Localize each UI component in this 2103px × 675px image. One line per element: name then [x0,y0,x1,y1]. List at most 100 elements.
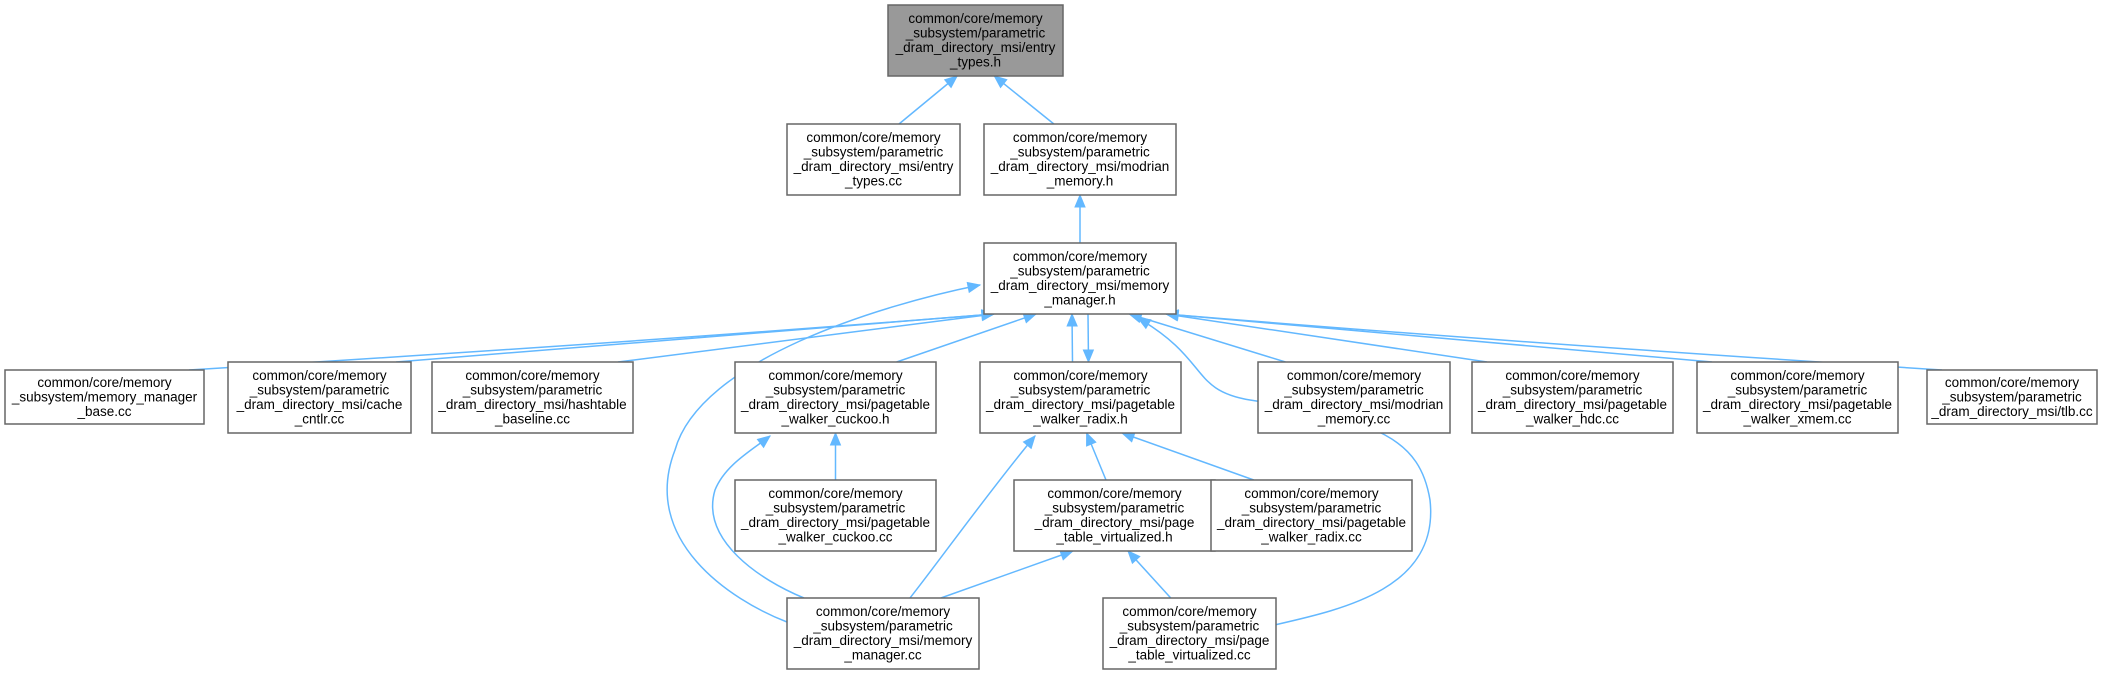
node-label-line: _subsystem/parametric [1283,383,1424,398]
node-label-line: common/core/memory [816,604,951,619]
node-label-line: _cntlr.cc [294,412,345,427]
node-label-line: _dram_directory_msi/pagetable [740,515,930,530]
node-label-line: _subsystem/parametric [1727,383,1868,398]
node-label-line: _walker_hdc.cc [1525,412,1619,427]
node-label-line: _subsystem/parametric [1009,145,1150,160]
node-label-line: _memory.h [1046,174,1114,189]
edge-radix_cc-to-radix_h [1120,431,1255,481]
node-label-line: common/core/memory [768,486,903,501]
node-pagetable-walker-hdc-cc[interactable]: common/core/memory_subsystem/parametric_… [1471,361,1674,434]
node-label-line: common/core/memory [1730,368,1865,383]
node-label-line: _walker_cuckoo.h [780,412,889,427]
node-label-line: common/core/memory [1945,375,2080,390]
node-label-line: _manager.h [1043,293,1115,308]
edge-mm_cc-to-ptv_h [940,549,1075,599]
node-label-line: _subsystem/parametric [1241,501,1382,516]
node-label-line: _baseline.cc [494,412,570,427]
node-label-line: common/core/memory [1122,604,1257,619]
node-label-line: common/core/memory [252,368,387,383]
node-label-line: _subsystem/parametric [462,383,603,398]
node-label-line: _dram_directory_msi/memory [990,278,1170,293]
node-label-line: _walker_radix.cc [1260,530,1362,545]
edge-ptv_cc-to-ptv_h [1127,550,1172,599]
node-label-line: _subsystem/parametric [803,145,944,160]
node-label-line: _dram_directory_msi/entry [895,40,1056,55]
edge-mm_h-to-modrian_h [1074,193,1086,243]
node-label-line: common/core/memory [1013,130,1148,145]
node-label-line: _types.h [949,55,1001,70]
node-pagetable-walker-radix-cc[interactable]: common/core/memory_subsystem/parametric_… [1210,479,1413,552]
edge-ptv_h-to-radix_h [1085,431,1107,481]
node-label-line: common/core/memory [465,368,600,383]
node-label-line: _table_virtualized.h [1055,530,1172,545]
node-label-line: common/core/memory [1013,368,1148,383]
node-label-line: _dram_directory_msi/pagetable [1702,397,1892,412]
node-label-line: common/core/memory [1287,368,1422,383]
edge-ptv_cc-to-mm_h [1136,317,1432,627]
graph-edges [188,75,1943,627]
graph-nodes: common/core/memory_subsystem/parametric_… [4,4,2098,670]
node-label-line: _table_virtualized.cc [1127,648,1251,663]
edge-radix_h-to-mm_h [1066,312,1078,363]
node-label-line: _dram_directory_msi/modrian [990,159,1170,174]
node-page-table-virtualized-cc[interactable]: common/core/memory_subsystem/parametric_… [1102,597,1277,670]
node-label-line: _walker_cuckoo.cc [777,530,892,545]
node-label-line: _subsystem/parametric [1941,389,2082,404]
edge-mm_cc-to-radix_h [909,435,1036,599]
node-modrian-memory-cc[interactable]: common/core/memory_subsystem/parametric_… [1257,361,1451,434]
node-entry-types-h[interactable]: common/core/memory_subsystem/parametric_… [887,4,1064,77]
node-pagetable-walker-xmem-cc[interactable]: common/core/memory_subsystem/parametric_… [1696,361,1899,434]
node-label-line: _subsystem/parametric [1009,264,1150,279]
node-entry-types-cc[interactable]: common/core/memory_subsystem/parametric_… [786,123,961,196]
node-label-line: _subsystem/parametric [765,501,906,516]
node-label-line: _dram_directory_msi/pagetable [1216,515,1406,530]
node-label-line: common/core/memory [768,368,903,383]
node-label-line: common/core/memory [1244,486,1379,501]
node-memory-manager-h[interactable]: common/core/memory_subsystem/parametric_… [983,242,1177,315]
node-label-line: _subsystem/parametric [1119,619,1260,634]
node-label-line: _dram_directory_msi/pagetable [985,397,1175,412]
node-memory-manager-cc[interactable]: common/core/memory_subsystem/parametric_… [786,597,980,670]
node-label-line: _dram_directory_msi/tlb.cc [1930,404,2093,419]
node-label-line: common/core/memory [37,375,172,390]
node-page-table-virtualized-h[interactable]: common/core/memory_subsystem/parametric_… [1013,479,1216,552]
node-label-line: _manager.cc [843,648,922,663]
edge-mm_cc-to-mm_h [666,281,982,623]
node-label-line: common/core/memory [1013,249,1148,264]
node-label-line: _dram_directory_msi/pagetable [1477,397,1667,412]
edge-cuckoo_cc-to-cuckoo_h [829,431,842,480]
edge-mm_cc-to-cuckoo_h [712,435,805,599]
node-label-line: _subsystem/parametric [249,383,390,398]
node-label-line: _types.cc [844,174,902,189]
edge-modrian_h-to-root [993,75,1055,125]
node-label-line: common/core/memory [908,11,1043,26]
node-hashtable-baseline-cc[interactable]: common/core/memory_subsystem/parametric_… [431,361,634,434]
node-label-line: _subsystem/parametric [1502,383,1643,398]
node-label-line: _subsystem/parametric [812,619,953,634]
node-label-line: _dram_directory_msi/modrian [1264,397,1444,412]
node-label-line: _dram_directory_msi/pagetable [740,397,930,412]
node-label-line: _dram_directory_msi/hashtable [437,397,626,412]
node-label-line: _dram_directory_msi/entry [793,159,954,174]
node-label-line: _subsystem/parametric [1010,383,1151,398]
node-label-line: _base.cc [76,404,131,419]
node-label-line: _memory.cc [1317,412,1391,427]
node-label-line: common/core/memory [1047,486,1182,501]
node-memory-manager-base-cc[interactable]: common/core/memory_subsystem/memory_mana… [4,369,205,425]
node-label-line: _dram_directory_msi/page [1109,633,1270,648]
node-label-line: _dram_directory_msi/page [1034,515,1195,530]
node-label-line: common/core/memory [806,130,941,145]
node-pagetable-walker-cuckoo-cc[interactable]: common/core/memory_subsystem/parametric_… [734,479,937,552]
node-tlb-cc[interactable]: common/core/memory_subsystem/parametric_… [1926,369,2098,425]
edge-entry_cc-to-root [898,75,959,125]
node-cache-cntlr-cc[interactable]: common/core/memory_subsystem/parametric_… [227,361,412,434]
node-pagetable-walker-cuckoo-h[interactable]: common/core/memory_subsystem/parametric_… [734,361,937,434]
node-modrian-memory-h[interactable]: common/core/memory_subsystem/parametric_… [983,123,1177,196]
node-label-line: _dram_directory_msi/memory [793,633,973,648]
node-pagetable-walker-radix-h[interactable]: common/core/memory_subsystem/parametric_… [979,361,1182,434]
node-label-line: _walker_radix.h [1032,412,1128,427]
node-label-line: common/core/memory [1505,368,1640,383]
edge-mmbase-to-mm_h [188,309,996,371]
node-label-line: _dram_directory_msi/cache [236,397,403,412]
